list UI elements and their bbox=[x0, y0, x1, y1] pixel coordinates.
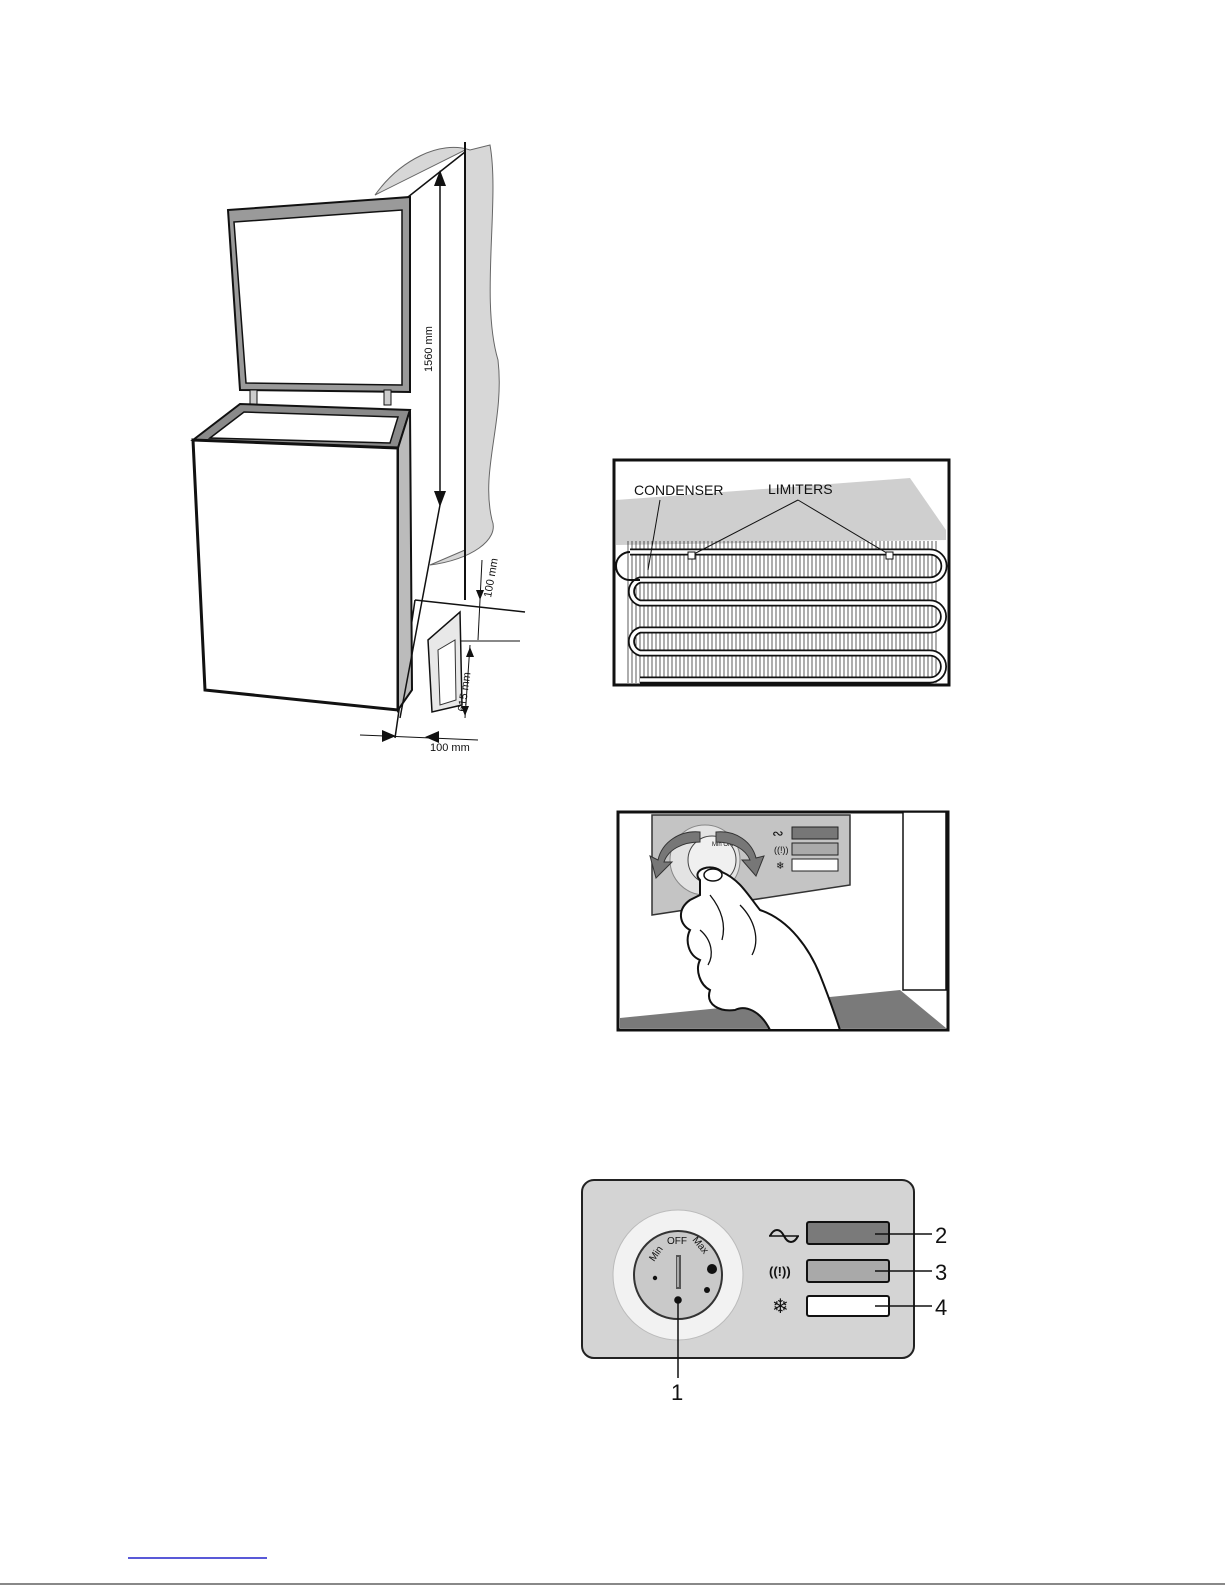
adjust-wave-icon: ∾ bbox=[772, 825, 784, 841]
callout-3: 3 bbox=[935, 1260, 947, 1285]
callout-1: 1 bbox=[671, 1380, 683, 1405]
knob-dot-xl bbox=[704, 1287, 710, 1293]
condenser-figure: CONDENSER LIMITERS bbox=[614, 460, 949, 685]
freezer-front bbox=[193, 440, 398, 710]
snowflake-icon: ❄ bbox=[772, 1296, 789, 1318]
knob-pointer-highlight bbox=[677, 1257, 679, 1287]
adjust-lamp-2 bbox=[792, 843, 838, 855]
power-lamp bbox=[807, 1222, 889, 1244]
callout-2: 2 bbox=[935, 1223, 947, 1248]
alarm-icon: ((!)) bbox=[769, 1264, 791, 1279]
adjust-snow-icon: ❄ bbox=[776, 861, 784, 872]
top-gap-label: 100 mm bbox=[482, 557, 501, 598]
depth-arrow-top bbox=[466, 647, 474, 657]
hinge-left bbox=[250, 390, 257, 405]
side-gap-label: 100 mm bbox=[430, 742, 470, 754]
adjust-lamp-1 bbox=[792, 827, 838, 839]
limiter-right bbox=[886, 552, 893, 559]
limiters-label: LIMITERS bbox=[768, 481, 833, 497]
freezer-lid-inner bbox=[234, 210, 402, 385]
freezer-opening bbox=[210, 412, 398, 443]
control-panel-figure: Min OFF Max ((!)) ❄ 2 3 4 1 bbox=[582, 1180, 947, 1405]
adjust-alarm-icon: ((!)) bbox=[774, 845, 789, 855]
side-gap-line bbox=[360, 735, 478, 740]
hinge-right bbox=[384, 390, 391, 405]
knob-off-label: OFF bbox=[667, 1236, 687, 1247]
floor-line bbox=[415, 600, 525, 612]
knob-dot-large bbox=[707, 1264, 717, 1274]
compressor-detail bbox=[438, 640, 456, 705]
limiter-left bbox=[688, 552, 695, 559]
installation-figure: 1560 mm 100 mm 615 mm 100 mm bbox=[193, 142, 525, 754]
hand-thumbnail bbox=[704, 869, 722, 881]
callout-4: 4 bbox=[935, 1295, 947, 1320]
height-arrow-bottom bbox=[434, 491, 446, 507]
thermostat-adjust-figure: Min OFF Max ∾ ((!)) ❄ bbox=[618, 812, 948, 1030]
knob-dot-small bbox=[653, 1276, 657, 1280]
condenser-label: CONDENSER bbox=[634, 482, 723, 498]
adjust-wall-right bbox=[903, 812, 946, 990]
height-dimension-label: 1560 mm bbox=[423, 326, 435, 372]
side-gap-arrow-left bbox=[382, 730, 396, 742]
adjust-lamp-3 bbox=[792, 859, 838, 871]
